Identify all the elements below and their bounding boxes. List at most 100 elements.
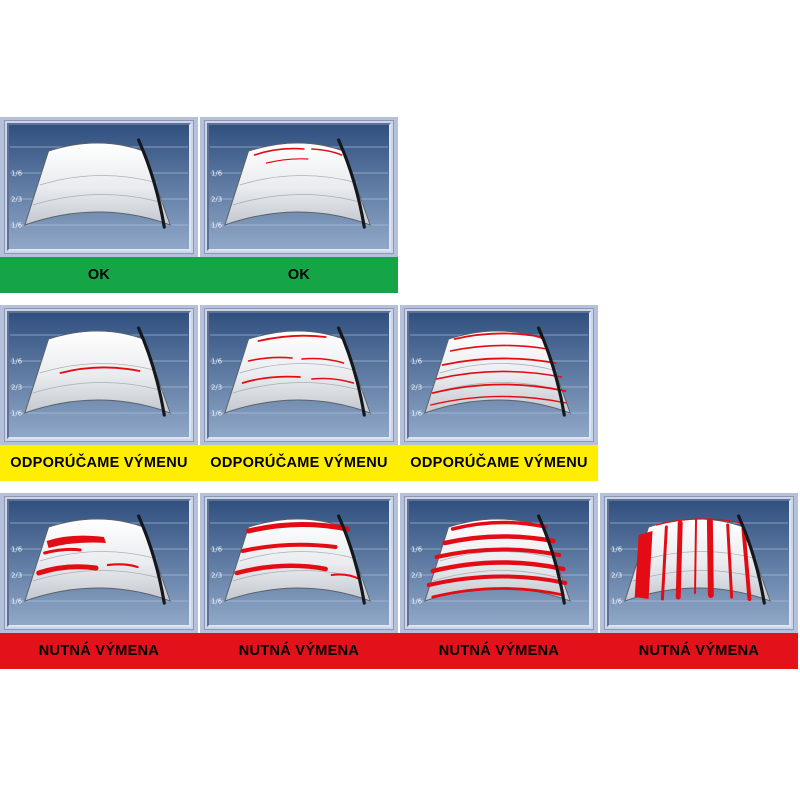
- windshield-glass: [24, 142, 172, 226]
- windshield-graphic: 1/6 2/3 1/6: [9, 514, 189, 606]
- status-label: NUTNÁ VÝMENA: [238, 643, 360, 659]
- row-cells: 1/6 2/3 1/6 1/6 2/3 1/6: [0, 117, 398, 257]
- status-label: NUTNÁ VÝMENA: [638, 643, 760, 659]
- scale-label: 1/6: [11, 169, 22, 177]
- scale-label: 1/6: [11, 545, 22, 553]
- glass-highlight: [51, 331, 141, 341]
- status-label: OK: [87, 267, 111, 283]
- red-streaks: [59, 366, 141, 374]
- wiper-condition-cell: 1/6 2/3 1/6: [200, 117, 398, 257]
- row-cells: 1/6 2/3 1/6 1/6 2/3 1/6 1/6 2/3 1/6: [0, 305, 598, 445]
- row-cells: 1/6 2/3 1/6 1/6 2/3 1/6 1/6 2/3 1/6 1/6 2/3 1/6: [0, 493, 798, 633]
- windshield-panel: 1/6 2/3 1/6: [207, 123, 391, 251]
- wiper-blade: [536, 514, 566, 605]
- red-streaks: [634, 518, 752, 601]
- status-label: NUTNÁ VÝMENA: [438, 643, 560, 659]
- scale-label: 1/6: [411, 545, 422, 553]
- wiper-blade: [736, 514, 766, 605]
- windshield-glass: [224, 330, 372, 414]
- windshield-graphic: 1/6 2/3 1/6: [209, 514, 389, 606]
- wiper-blade: [136, 514, 166, 605]
- status-bar-ok: OK OK: [0, 257, 398, 293]
- scale-label: 2/3: [11, 195, 22, 203]
- scale-label: 2/3: [411, 571, 422, 579]
- windshield-graphic: 1/6 2/3 1/6: [609, 514, 789, 606]
- glass-highlight: [51, 519, 141, 529]
- windshield-panel: 1/6 2/3 1/6: [7, 311, 191, 439]
- glass-highlight: [651, 519, 741, 529]
- condition-row-ok: 1/6 2/3 1/6 1/6 2/3 1/6 OK OK: [0, 117, 398, 293]
- scale-label: 1/6: [211, 545, 222, 553]
- scale-label: 1/6: [11, 357, 22, 365]
- red-streaks: [234, 521, 361, 580]
- condition-row-recommend: 1/6 2/3 1/6 1/6 2/3 1/6 1/6 2/3 1/6 ODPORÚČAME…: [0, 305, 598, 481]
- scale-label: 2/3: [211, 383, 222, 391]
- scale-label: 1/6: [11, 221, 22, 229]
- red-streaks: [253, 147, 343, 164]
- scale-label: 2/3: [211, 195, 222, 203]
- scale-label: 1/6: [211, 169, 222, 177]
- status-label: ODPORÚČAME VÝMENU: [10, 455, 188, 471]
- red-streaks: [241, 334, 355, 384]
- scale-label: 1/6: [211, 409, 222, 417]
- scale-label: 1/6: [411, 409, 422, 417]
- scale-label: 1/6: [411, 357, 422, 365]
- status-bar-recommend: ODPORÚČAME VÝMENU ODPORÚČAME VÝMENU ODPORÚ…: [0, 445, 598, 481]
- windshield-glass: [224, 142, 372, 226]
- wiper-blade: [336, 138, 366, 229]
- wiper-condition-cell: 1/6 2/3 1/6: [400, 305, 598, 445]
- status-label: OK: [287, 267, 311, 283]
- status-label: NUTNÁ VÝMENA: [38, 643, 160, 659]
- wiper-wear-chart: 1/6 2/3 1/6 1/6 2/3 1/6 OK OK 1/6 2/3 1/6 1/6 2/…: [0, 117, 798, 669]
- windshield-glass: [24, 330, 172, 414]
- scale-label: 1/6: [211, 597, 222, 605]
- status-bar-replace: NUTNÁ VÝMENA NUTNÁ VÝMENA NUTNÁ VÝMENA NUTN…: [0, 633, 798, 669]
- windshield-panel: 1/6 2/3 1/6: [607, 499, 791, 627]
- scale-label: 1/6: [211, 221, 222, 229]
- scale-label: 1/6: [11, 409, 22, 417]
- scale-label: 2/3: [11, 383, 22, 391]
- scale-label: 1/6: [611, 545, 622, 553]
- wiper-blade: [336, 326, 366, 417]
- red-streaks: [430, 332, 567, 406]
- red-streaks: [36, 535, 139, 576]
- windshield-graphic: 1/6 2/3 1/6: [209, 138, 389, 230]
- windshield-panel: 1/6 2/3 1/6: [207, 499, 391, 627]
- wiper-condition-cell: 1/6 2/3 1/6: [200, 305, 398, 445]
- status-label: ODPORÚČAME VÝMENU: [410, 455, 588, 471]
- wiper-condition-cell: 1/6 2/3 1/6: [200, 493, 398, 633]
- glass-highlight: [51, 143, 141, 153]
- wiper-condition-cell: 1/6 2/3 1/6: [0, 117, 198, 257]
- wiper-blade: [136, 138, 166, 229]
- wiper-blade: [536, 326, 566, 417]
- scale-label: 1/6: [11, 597, 22, 605]
- scale-label: 1/6: [211, 357, 222, 365]
- windshield-panel: 1/6 2/3 1/6: [407, 311, 591, 439]
- windshield-glass: [24, 518, 172, 602]
- wiper-condition-cell: 1/6 2/3 1/6: [0, 493, 198, 633]
- windshield-graphic: 1/6 2/3 1/6: [409, 514, 589, 606]
- condition-row-replace: 1/6 2/3 1/6 1/6 2/3 1/6 1/6 2/3 1/6 1/6 2/3 1/6: [0, 493, 798, 669]
- windshield-graphic: 1/6 2/3 1/6: [209, 326, 389, 418]
- glass-highlight: [251, 331, 341, 341]
- wiper-blade: [136, 326, 166, 417]
- windshield-panel: 1/6 2/3 1/6: [7, 123, 191, 251]
- scale-label: 2/3: [411, 383, 422, 391]
- windshield-graphic: 1/6 2/3 1/6: [9, 326, 189, 418]
- scale-label: 1/6: [411, 597, 422, 605]
- scale-label: 1/6: [611, 597, 622, 605]
- red-streaks: [426, 520, 568, 599]
- scale-label: 2/3: [211, 571, 222, 579]
- wiper-blade: [336, 514, 366, 605]
- windshield-panel: 1/6 2/3 1/6: [407, 499, 591, 627]
- scale-label: 2/3: [611, 571, 622, 579]
- glass-highlight: [251, 143, 341, 153]
- wiper-condition-cell: 1/6 2/3 1/6: [600, 493, 798, 633]
- windshield-graphic: 1/6 2/3 1/6: [409, 326, 589, 418]
- windshield-panel: 1/6 2/3 1/6: [207, 311, 391, 439]
- scale-label: 2/3: [11, 571, 22, 579]
- wiper-condition-cell: 1/6 2/3 1/6: [400, 493, 598, 633]
- status-label: ODPORÚČAME VÝMENU: [210, 455, 388, 471]
- windshield-panel: 1/6 2/3 1/6: [7, 499, 191, 627]
- windshield-graphic: 1/6 2/3 1/6: [9, 138, 189, 230]
